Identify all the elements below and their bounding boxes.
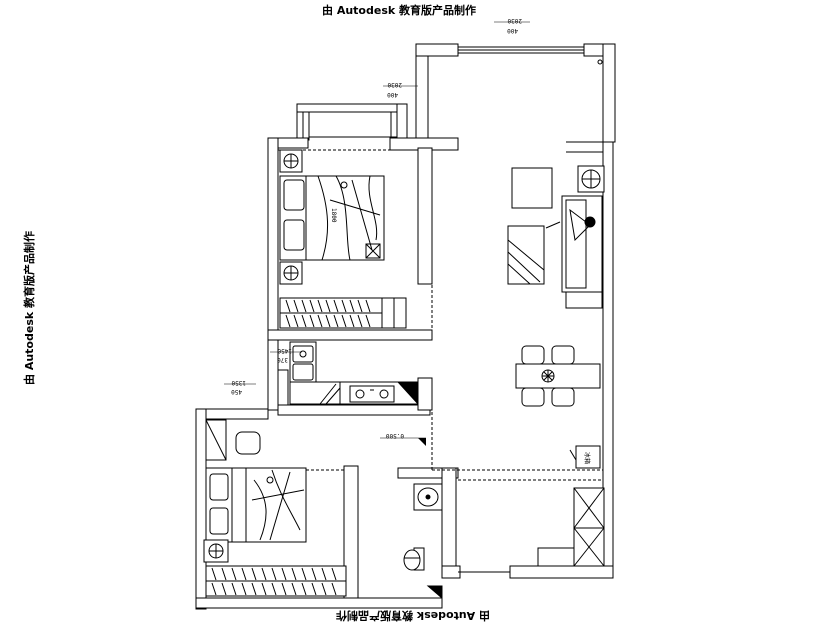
dim-3-top: 1450 <box>277 347 292 354</box>
dimension-labels: 2030 400 2030 400 1450 370 1350 450 0.50… <box>224 17 591 464</box>
bedroom-1 <box>279 149 407 329</box>
outer-walls <box>195 43 616 610</box>
dim-4-top: 1350 <box>231 379 246 386</box>
bedroom-2 <box>203 419 347 597</box>
living-room <box>507 59 605 567</box>
reference-lines <box>206 149 603 481</box>
dim-3-bottom: 370 <box>277 356 288 363</box>
fridge-label: 冰箱 <box>583 452 591 464</box>
dim-2-bottom: 400 <box>387 91 398 98</box>
dim-1-top: 2030 <box>507 17 522 24</box>
dim-2-top: 2030 <box>387 81 402 88</box>
dim-4-bottom: 450 <box>231 388 242 395</box>
bathroom <box>403 483 443 600</box>
dim-1-bottom: 400 <box>507 27 518 34</box>
watermark-top: 由 Autodesk 教育版产品制作 <box>322 4 477 17</box>
level-mark: 0.500 <box>386 432 404 439</box>
bed-dimension: 1800 <box>330 208 337 223</box>
kitchen <box>289 341 419 406</box>
